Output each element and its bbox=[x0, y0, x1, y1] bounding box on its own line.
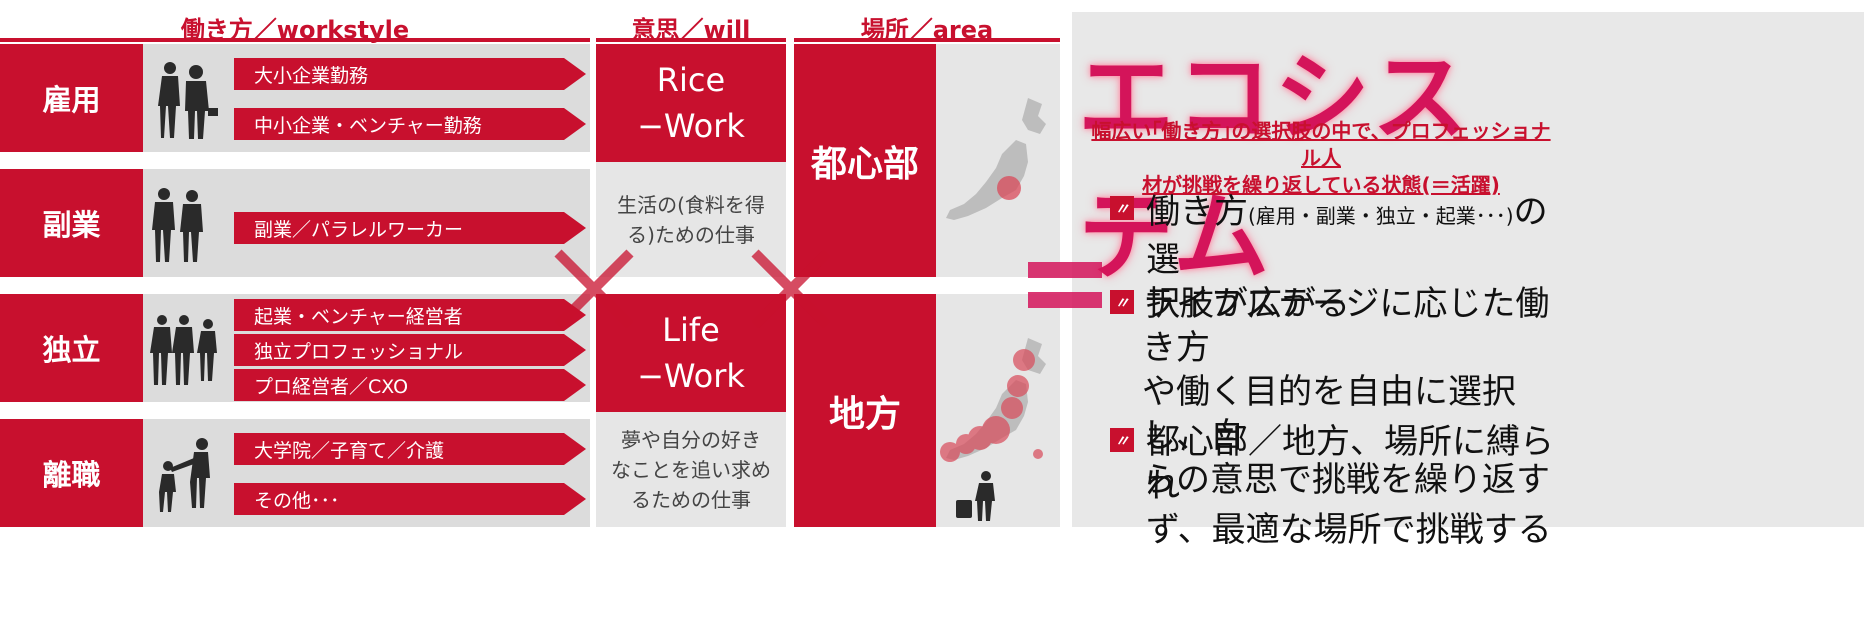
will-life-work: Life −Work bbox=[596, 294, 786, 412]
bullet-icon: 〃 bbox=[1110, 290, 1134, 314]
ecosystem-title: エコシステム bbox=[1078, 42, 1470, 293]
bullet3-line2: ず、最適な場所で挑戦する bbox=[1146, 510, 1552, 550]
option-sme-venture: 中小企業・ベンチャー勤務 bbox=[234, 108, 586, 140]
area-urban: 都心部 bbox=[794, 44, 936, 277]
subtitle-line2: 材が挑戦を繰り返している状態(＝活躍) bbox=[1142, 173, 1500, 197]
rice-work-line2: −Work bbox=[637, 107, 745, 145]
people-silhouette-icon bbox=[159, 438, 210, 512]
header-will: 意思／will bbox=[631, 16, 751, 44]
bullet1-post: の選 bbox=[1146, 192, 1548, 280]
bullet3-line1: 都心部／地方、場所に縛られ bbox=[1146, 422, 1554, 506]
traveler-icon bbox=[956, 471, 995, 521]
bullet-icon: 〃 bbox=[1110, 196, 1134, 220]
rice-desc-line1: 生活の(食料を得 bbox=[617, 192, 765, 217]
header-workstyle: 働き方／workstyle bbox=[180, 16, 410, 44]
header-workstyle-line bbox=[0, 38, 590, 42]
subtitle-line1: 幅広い｢働き方｣の選択肢の中で、プロフェッショナル人 bbox=[1091, 119, 1551, 170]
people-silhouette-icon bbox=[152, 188, 203, 262]
people-silhouette-icon bbox=[150, 315, 217, 385]
will-life-desc: 夢や自分の好き なことを追い求め るための仕事 bbox=[596, 412, 786, 527]
header-area-line bbox=[794, 38, 1060, 42]
cross-icon bbox=[554, 249, 634, 329]
ecosystem-subtitle: 幅広い｢働き方｣の選択肢の中で、プロフェッショナル人 材が挑戦を繰り返している状… bbox=[1086, 118, 1556, 199]
bullet1-small: (雇用・副業・独立・起業･･･) bbox=[1248, 204, 1514, 228]
option-parallel-worker: 副業／パラレルワーカー bbox=[234, 212, 586, 244]
bullet-icon: 〃 bbox=[1110, 428, 1134, 452]
option-large-small-company: 大小企業勤務 bbox=[234, 58, 586, 90]
japan-map-icon bbox=[946, 98, 1046, 220]
row-label-employment: 雇用 bbox=[0, 44, 143, 152]
will-rice-work: Rice −Work bbox=[596, 44, 786, 162]
bullet-location: 都心部／地方、場所に縛られ ず、最適な場所で挑戦する bbox=[1146, 420, 1566, 552]
rice-work-line1: Rice bbox=[656, 61, 726, 99]
bullet1-pre: 働き方 bbox=[1146, 192, 1248, 232]
ecosystem-panel bbox=[1072, 12, 1864, 527]
option-independent-pro: 独立プロフェッショナル bbox=[234, 334, 586, 366]
row-label-side-job: 副業 bbox=[0, 169, 143, 277]
row-label-leave: 離職 bbox=[0, 419, 143, 527]
area-rural: 地方 bbox=[794, 294, 936, 527]
life-work-line2: −Work bbox=[637, 357, 745, 395]
people-silhouette-icon bbox=[158, 62, 218, 139]
area-urban-map bbox=[936, 44, 1060, 277]
row-label-independent: 独立 bbox=[0, 294, 143, 402]
bullet-workstyle-choices: 働き方(雇用・副業・独立・起業･･･)の選 択肢が広がる bbox=[1146, 190, 1566, 326]
life-desc-line2: なことを追い求め bbox=[611, 457, 771, 482]
option-grad-school-care: 大学院／子育て／介護 bbox=[234, 433, 586, 465]
bullet1-line2: 択肢が広がる bbox=[1146, 284, 1350, 324]
bullet2-line2: や働く目的を自由に選択し、自 bbox=[1142, 372, 1516, 456]
japan-map-icon bbox=[940, 338, 1046, 462]
life-desc-line1: 夢や自分の好き bbox=[621, 427, 761, 452]
option-other: その他･･･ bbox=[234, 483, 586, 515]
cross-icon bbox=[751, 249, 831, 329]
bullet2-line3: らの意思で挑戦を繰り返す bbox=[1142, 460, 1550, 500]
header-will-line bbox=[596, 38, 786, 42]
bullet-life-stage: ライフステージに応じた働き方 や働く目的を自由に選択し、自 らの意思で挑戦を繰り… bbox=[1142, 282, 1572, 502]
option-entrepreneur: 起業・ベンチャー経営者 bbox=[234, 299, 586, 331]
header-area: 場所／area bbox=[860, 16, 994, 44]
life-work-line1: Life bbox=[662, 311, 720, 349]
bullet2-line1: ライフステージに応じた働き方 bbox=[1142, 284, 1550, 368]
rice-desc-line2: る)ための仕事 bbox=[627, 222, 755, 247]
life-desc-line3: るための仕事 bbox=[631, 487, 751, 512]
option-pro-executive: プロ経営者／CXO bbox=[234, 369, 586, 401]
equals-icon bbox=[1028, 262, 1102, 308]
